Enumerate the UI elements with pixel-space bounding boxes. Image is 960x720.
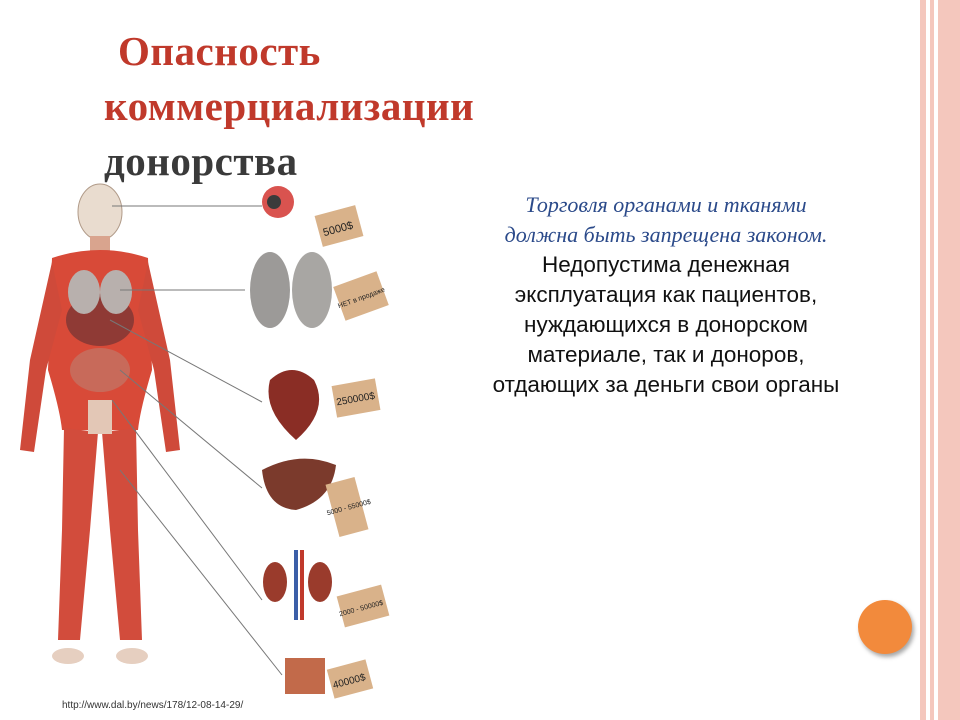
decorative-stripe (938, 0, 960, 720)
heart-icon (268, 370, 320, 440)
price-tag-kidneys: 2000 - 50000$ (336, 584, 390, 628)
title-line-2: коммерциализации (104, 83, 475, 129)
decorative-stripe (920, 0, 926, 720)
eye-icon (262, 186, 294, 218)
slide-title: Опасность коммерциализации донорства (104, 24, 724, 189)
human-body-figure (20, 183, 180, 664)
decorative-stripe (930, 0, 934, 720)
body-line: нуждающихся в донорском (524, 312, 808, 337)
anatomy-illustration: 5000$ НЕТ в продаже 250000$ 5000 - 55000… (0, 170, 420, 700)
bone-marrow-icon (285, 658, 325, 694)
price-tag-lungs: НЕТ в продаже (333, 271, 389, 321)
body-italic-line: должна быть запрещена законом. (504, 222, 828, 247)
slide-body-text: Торговля органами и тканями должна быть … (420, 190, 912, 400)
lungs-icon (250, 252, 332, 328)
price-tag-liver: 5000 - 55000$ (325, 477, 372, 537)
decorative-circle (858, 600, 912, 654)
price-tag-heart: 250000$ (331, 378, 381, 418)
body-line: материале, так и доноров, (527, 342, 805, 367)
price-tag-eye: 5000$ (314, 205, 364, 247)
body-line: отдающих за деньги свои органы (492, 372, 840, 397)
title-line-1: Опасность (118, 28, 321, 74)
price-tag-bone-marrow: 40000$ (326, 659, 374, 699)
kidneys-icon (263, 550, 332, 620)
body-line: Недопустима денежная (542, 252, 790, 277)
body-italic-line: Торговля органами и тканями (525, 192, 807, 217)
title-line-3: донорства (104, 138, 298, 184)
liver-icon (262, 458, 336, 510)
source-link[interactable]: http://www.dal.by/news/178/12-08-14-29/ (62, 700, 244, 711)
connector-lines (109, 205, 283, 676)
anatomy-svg: 5000$ НЕТ в продаже 250000$ 5000 - 55000… (20, 183, 390, 699)
body-line: эксплуатация как пациентов, (514, 282, 818, 307)
